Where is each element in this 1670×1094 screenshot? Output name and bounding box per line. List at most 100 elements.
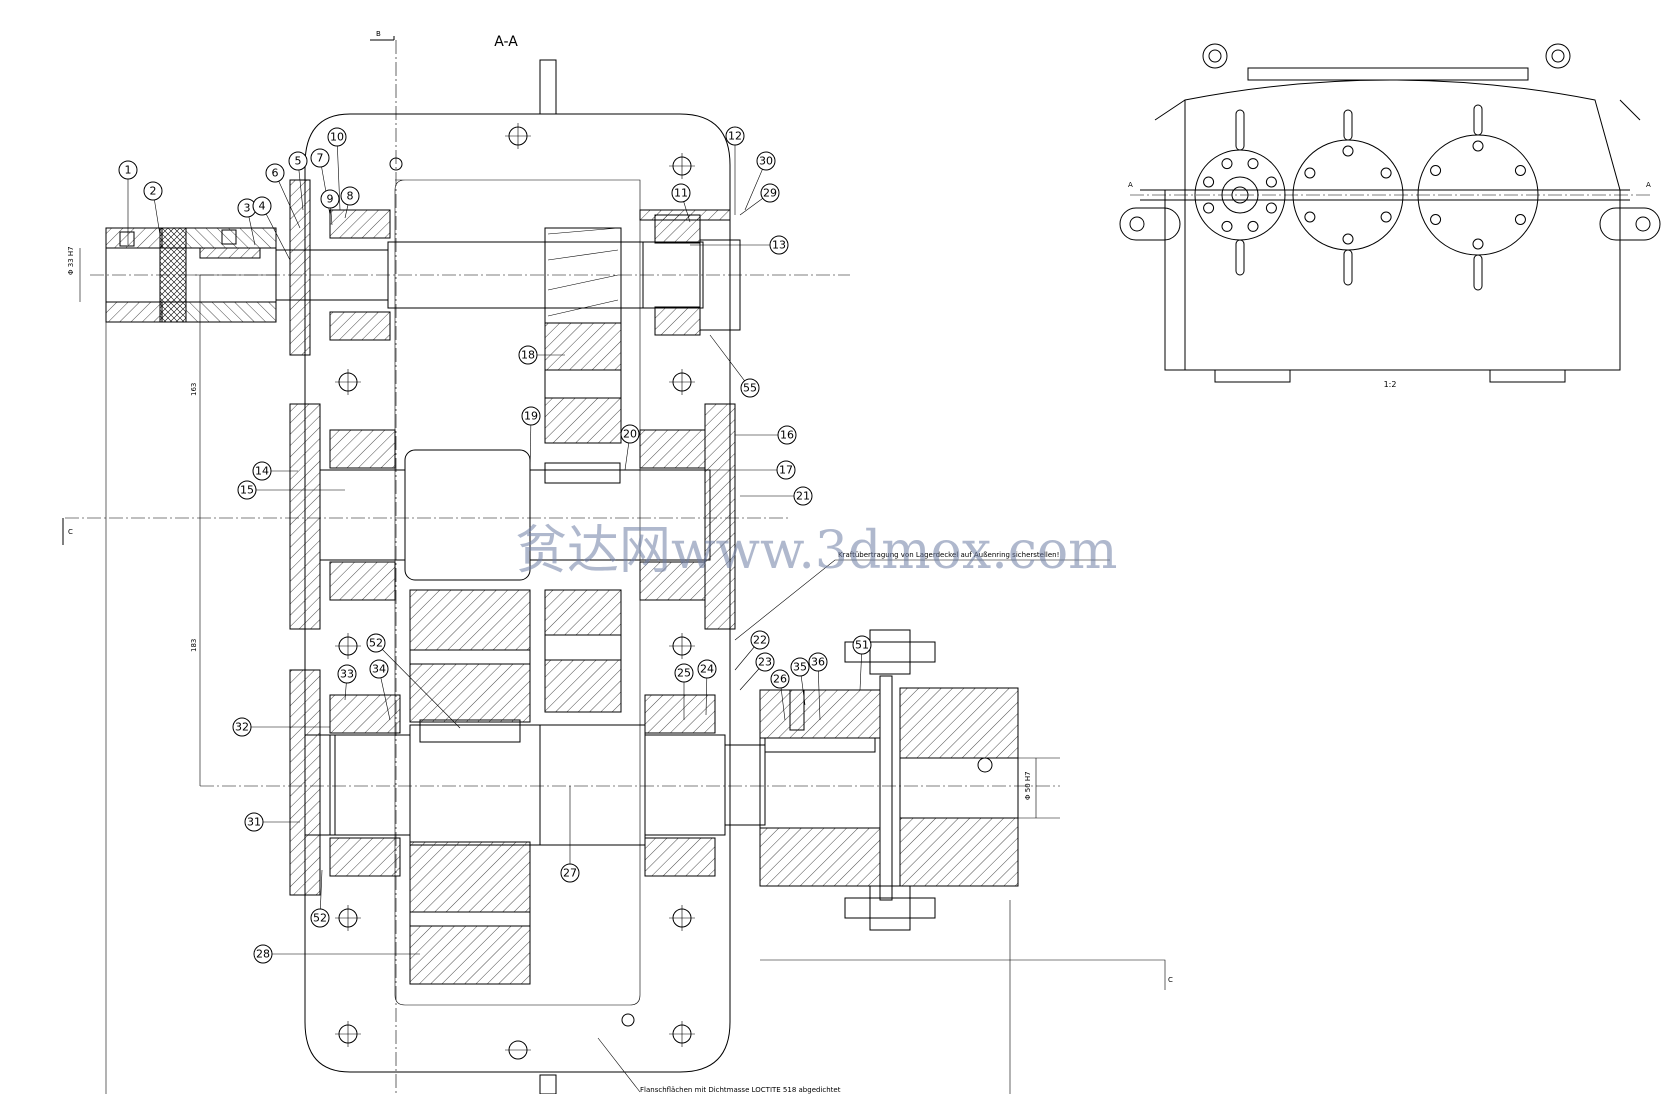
exterior-foot-right: [1489, 369, 1566, 383]
svg-text:6: 6: [272, 167, 279, 180]
svg-text:11: 11: [674, 187, 688, 200]
svg-text:30: 30: [759, 155, 773, 168]
out-bearing-left-bottom: [329, 837, 401, 877]
svg-text:52: 52: [369, 637, 383, 650]
svg-text:17: 17: [779, 464, 793, 477]
note-force: Kraftübertragung von Lagerdeckel auf Auß…: [838, 551, 1059, 559]
part-bubble-b1: 1: [118, 160, 138, 245]
output-gear-lower: [409, 841, 531, 913]
part-bubble-b32: 32: [232, 717, 330, 737]
output-shaft-hub: [409, 724, 541, 846]
part-bubble-b28: 28: [253, 944, 420, 964]
svg-text:1: 1: [125, 164, 132, 177]
svg-text:5: 5: [295, 155, 302, 168]
input-end-cover: [699, 239, 741, 331]
note-flange-leader: [597, 1037, 641, 1093]
exterior-foot-left: [1214, 369, 1291, 383]
svg-text:16: 16: [780, 429, 794, 442]
input-bearing-right-bottom: [654, 306, 701, 336]
mid-bearing-left-top: [329, 429, 396, 469]
part-bubble-b52: 52: [366, 633, 461, 729]
part-bubble-b24: 24: [697, 659, 717, 716]
exterior-view: A A 1:2: [1119, 43, 1661, 389]
part-bubble-b8: 8: [340, 186, 360, 219]
part-bubble-b21: 21: [740, 486, 813, 506]
lifting-eye-right: [1545, 43, 1571, 69]
side-lug-left: [1119, 207, 1181, 241]
svg-text:13: 13: [772, 239, 786, 252]
svg-text:183: 183: [190, 639, 198, 652]
part-bubble-b27: 27: [560, 786, 580, 883]
part-bubble-b23: 23: [739, 652, 775, 691]
svg-text:24: 24: [700, 663, 714, 676]
svg-text:31: 31: [247, 816, 261, 829]
intermediate-shaft-left: [319, 469, 406, 561]
section-b-line: [370, 36, 395, 41]
part-bubble-b12: 12: [725, 126, 745, 215]
intermediate-gear-18-lower: [544, 397, 622, 444]
svg-text:163: 163: [190, 383, 198, 396]
rib: [1235, 109, 1245, 151]
part-bubble-b31: 31: [244, 812, 300, 832]
part-bubble-b29: 29: [739, 183, 780, 216]
output-gear-mid: [409, 663, 531, 723]
part-bubble-b2: 2: [143, 181, 163, 236]
svg-text:27: 27: [563, 867, 577, 880]
exterior-scale: 1:2: [1384, 380, 1397, 389]
output-end-cap: [304, 734, 336, 836]
output-gear-lower-key: [409, 911, 531, 927]
watermark: 贫达网www.3dmox.com: [515, 521, 1117, 581]
lifting-eye-left: [1202, 43, 1228, 69]
intermediate-pinion: [404, 449, 531, 581]
svg-text:12: 12: [728, 130, 742, 143]
part-bubble-b34: 34: [369, 659, 391, 721]
output-gear-upper: [409, 589, 531, 651]
svg-text:18: 18: [521, 349, 535, 362]
top-shaft-stub: [539, 59, 557, 115]
intermediate-gear-lower-key: [544, 634, 622, 661]
svg-text:7: 7: [317, 152, 324, 165]
input-bearing-left-bottom: [329, 311, 391, 341]
section-title: A-A: [494, 34, 518, 50]
svg-text:2: 2: [150, 185, 157, 198]
svg-text:52: 52: [313, 912, 327, 925]
side-lug-right: [1599, 207, 1661, 241]
intermediate-gear-18-key: [544, 369, 622, 399]
svg-text:26: 26: [773, 673, 787, 686]
part-bubble-b4: 4: [252, 196, 291, 261]
part-bubble-b25: 25: [674, 663, 694, 720]
exterior-flange-line: [1140, 189, 1630, 201]
part-bubble-b30: 30: [744, 151, 776, 211]
intermediate-gear-18-top: [544, 322, 622, 371]
output-shaft-stub: [724, 744, 766, 826]
out-bearing-left-top: [329, 694, 401, 734]
input-bearing-housing-left: [289, 179, 311, 356]
part-bubble-b51: 51: [852, 635, 872, 691]
svg-text:19: 19: [524, 410, 538, 423]
part-bubble-b20: 20: [620, 424, 640, 471]
exterior-housing: [1184, 79, 1621, 371]
exterior-cover-bolts: [1203, 140, 1526, 250]
dimension-183: 183: [190, 518, 201, 786]
svg-text:22: 22: [753, 634, 767, 647]
svg-text:29: 29: [763, 187, 777, 200]
input-bore-dim: Φ 33 H7: [67, 246, 75, 275]
mid-bearing-right-bottom: [639, 561, 706, 601]
svg-text:35: 35: [793, 661, 807, 674]
exterior-section-a-right: A: [1646, 181, 1651, 189]
housing-bolt-holes: [335, 123, 695, 1060]
exterior-section-a-left: A: [1128, 181, 1133, 189]
part-bubble-b6: 6: [265, 163, 301, 229]
note-force-leader: [734, 559, 1110, 641]
output-coupling: Φ 50 H7: [759, 629, 1060, 931]
rib: [1343, 109, 1353, 141]
part-bubble-b52b: 52: [310, 869, 330, 928]
part-bubble-b55: 55: [709, 334, 760, 398]
output-gear-key: [409, 649, 531, 665]
part-bubble-b19: 19: [521, 406, 541, 476]
part-bubble-b14: 14: [252, 461, 298, 481]
rib: [1473, 254, 1483, 291]
section-c-line-right: [760, 959, 1166, 990]
bottom-shaft-stub: [539, 1074, 557, 1094]
